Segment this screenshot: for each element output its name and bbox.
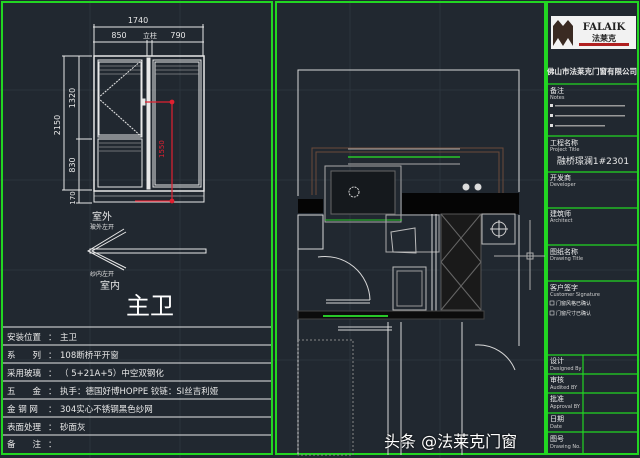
dim-total-height: 2150: [53, 115, 62, 135]
spec-sep: ：: [48, 405, 57, 415]
project-name: 融桥璟澜1#2301: [557, 155, 629, 167]
opening-direction-symbol: [86, 228, 207, 271]
spec-sep: ：: [48, 351, 57, 361]
spec-value: 执手：德国好博HOPPE 铰链：SI丝吉利娅: [60, 386, 219, 397]
date-label: 日期: [550, 415, 564, 423]
dim-mullion: 立柱: [143, 31, 157, 40]
project-label-en: Project Title: [550, 147, 579, 153]
company-logo: FALAIK 法莱克: [551, 16, 636, 49]
label-screen-open: 纱内左开: [90, 270, 114, 278]
title-block-lines: [547, 83, 638, 454]
dim-total-width: 1740: [128, 16, 148, 25]
spec-table: 安装位置：主卫 系 列：108断桥平开窗 采用玻璃：（ 5+21A+5）中空双钢…: [7, 332, 219, 450]
date-label-en: Date: [550, 424, 562, 430]
notes-lines: [550, 104, 625, 127]
spec-sep: ：: [48, 440, 57, 450]
label-glass-open: 玻外左开: [90, 223, 114, 231]
label-outside: 室外: [92, 210, 112, 223]
architect-label: 建筑师: [550, 209, 571, 218]
watermark: 头条 @法莱克门窗: [384, 432, 518, 451]
company-name: 佛山市法莱克门窗有限公司: [546, 66, 637, 76]
spec-value: （ 5+21A+5）中空双钢化: [60, 368, 164, 379]
room-title: 主卫: [126, 292, 174, 320]
developer-label: 开发商: [550, 173, 571, 182]
floor-plan[interactable]: [297, 69, 545, 456]
developer-label-en: Developer: [550, 182, 577, 188]
notes-label-en: Notes: [550, 95, 565, 101]
spec-sep: ：: [48, 369, 57, 379]
spec-sep: ：: [48, 387, 57, 397]
drawing-title-label-en: Drawing Title: [550, 256, 583, 262]
logo-brand: FALAIK: [583, 22, 626, 33]
spec-sep: ：: [48, 333, 57, 343]
dim-right-width: 790: [170, 31, 185, 40]
notes-label: 备注: [550, 86, 564, 95]
approved-label: 批准: [550, 394, 564, 403]
architect-label-en: Architect: [550, 218, 572, 224]
customer-signature-label: 客户签字: [550, 283, 578, 292]
spec-sep: ：: [48, 423, 57, 433]
drawing-no-label-en: Drawing No.: [550, 444, 581, 450]
audited-label: 审核: [550, 375, 564, 384]
dim-upper-height: 1320: [68, 88, 77, 108]
spec-value: 108断桥平开窗: [60, 350, 119, 361]
designed-label-en: Designed By: [550, 366, 582, 372]
handle-height-dimension: [135, 99, 175, 204]
customer-signature-label-en: Customer Signature: [550, 292, 600, 298]
spec-label: 金 钢 网: [7, 404, 38, 415]
spec-value: 304实心不锈钢黑色纱网: [60, 404, 153, 415]
designed-label: 设计: [550, 356, 564, 365]
spec-label: 采用玻璃: [7, 368, 42, 379]
approved-label-en: Approval BY: [550, 404, 581, 410]
dim-sill-height: 170: [69, 191, 77, 204]
drawing-title-label: 图纸名称: [550, 247, 578, 256]
spec-label: 安装位置: [7, 332, 42, 343]
dim-lower-height: 830: [68, 157, 77, 172]
spec-label: 表面处理: [7, 422, 42, 433]
logo-cn: 法莱克: [592, 33, 616, 43]
project-label: 工程名称: [550, 138, 578, 147]
label-inside: 室内: [100, 279, 120, 292]
audited-label-en: Audited BY: [550, 385, 578, 391]
spec-value: 主卫: [60, 332, 78, 343]
spec-label: 备 注: [7, 439, 42, 450]
spec-label: 系 列: [7, 350, 41, 361]
confirm-size-label: 门窗尺寸已确认: [556, 310, 591, 317]
confirm-style-label: 门窗风格已确认: [556, 300, 591, 307]
spec-table-lines: [3, 326, 271, 436]
drawing-no-label: 图号: [550, 435, 564, 443]
dim-handle: 1550: [158, 140, 166, 158]
window-elevation[interactable]: [62, 24, 205, 204]
confirm-style-checkbox[interactable]: [549, 300, 555, 306]
confirm-size-checkbox[interactable]: [549, 310, 555, 316]
spec-label: 五 金: [7, 386, 42, 397]
dim-left-width: 850: [111, 31, 126, 40]
spec-value: 砂面灰: [60, 422, 86, 433]
